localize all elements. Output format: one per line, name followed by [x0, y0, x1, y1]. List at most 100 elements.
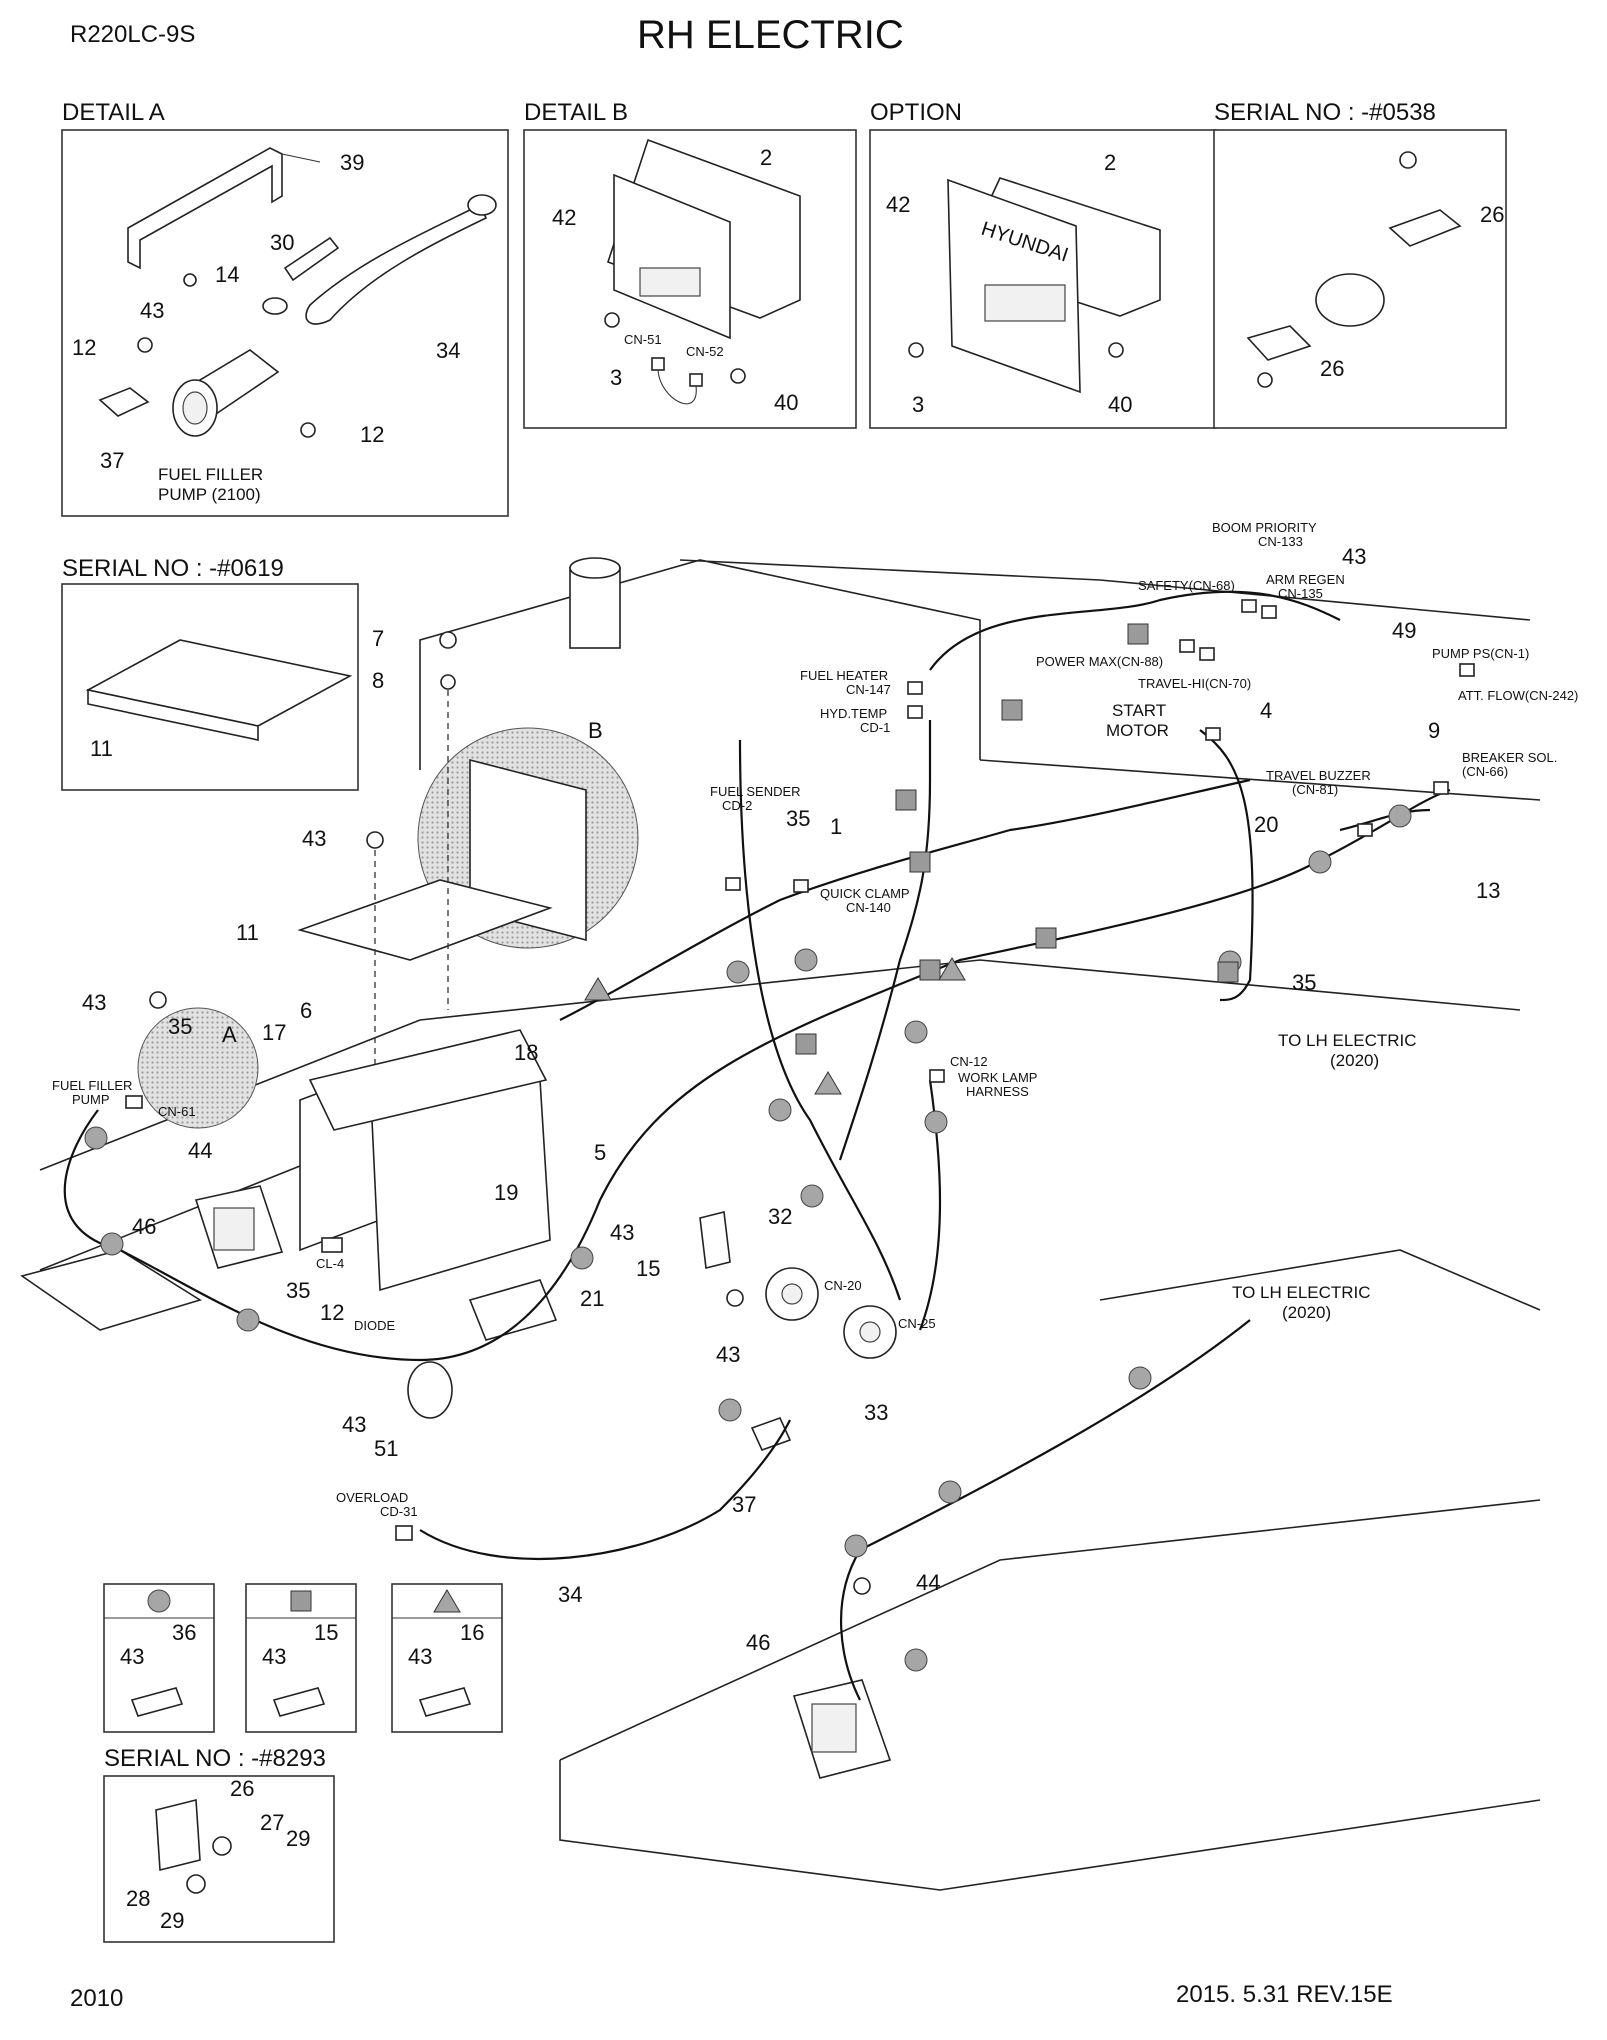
label-overload-cn: CD-31 [380, 1504, 418, 1519]
connector-cn81-icon [1357, 823, 1373, 837]
clamp-marker-circle [84, 1126, 108, 1150]
fitting-icon [467, 194, 497, 216]
legend-clip-15-icon [272, 1687, 326, 1717]
callout-43b: 43 [82, 990, 106, 1015]
deck-rear-line [979, 759, 1541, 801]
travel-buzzer-harness [1339, 808, 1431, 832]
label-boom-priority: BOOM PRIORITY [1212, 520, 1317, 535]
callout-17: 17 [262, 1020, 286, 1045]
work-lamp-lens-a-icon [213, 1207, 255, 1251]
callout-44b: 44 [916, 1570, 940, 1595]
hose-loop-34-icon [305, 203, 488, 325]
label-att-flow: ATT. FLOW(CN-242) [1458, 688, 1578, 703]
clamp-51-icon [407, 1361, 453, 1419]
callout-15: 15 [636, 1256, 660, 1281]
connector-cn88-icon [1179, 639, 1195, 653]
callout-32: 32 [768, 1204, 792, 1229]
callout-35c: 35 [786, 806, 810, 831]
main-harness-1 [63, 788, 1451, 1362]
work-lamp-harness [918, 1079, 942, 1331]
callout-46b: 46 [746, 1630, 770, 1655]
callout-37: 37 [100, 448, 124, 473]
fuel-pump-port-icon [182, 391, 208, 425]
callout-20: 20 [1254, 812, 1278, 837]
upper-deck-line [679, 559, 1531, 621]
label-arm-regen-cn: CN-135 [1278, 586, 1323, 601]
relay-bolt-icon [1399, 151, 1417, 169]
clamp-marker-circle [1128, 1366, 1152, 1390]
label-work-lamp-harness: HARNESS [966, 1084, 1029, 1099]
label-to-lh-2: TO LH ELECTRIC [1232, 1283, 1371, 1302]
battery-holder-icon [308, 1029, 548, 1131]
screw-40-icon [730, 368, 746, 384]
callout-34: 34 [436, 338, 460, 363]
callout-43a: 43 [302, 826, 326, 851]
callout-49: 49 [1392, 618, 1416, 643]
lower-chassis-bottom-line [559, 1760, 1541, 1891]
label-fuel-heater-cn: CN-147 [846, 682, 891, 697]
bolt-43-icon [183, 273, 197, 287]
option-callout-40: 40 [1108, 392, 1132, 417]
detail-b-ref: B [588, 718, 603, 743]
label-cl4: CL-4 [316, 1256, 344, 1271]
connector-cn1-icon [1459, 663, 1475, 677]
callout-19: 19 [494, 1180, 518, 1205]
cover-plate-edge-icon [87, 689, 259, 741]
fuel-filler-pump-label-2: PUMP [72, 1092, 110, 1107]
detail-b-panel: DETAIL B 2 42 3 40 CN-51 CN-52 [523, 99, 857, 429]
legend-circle-bolt-no: 43 [120, 1644, 144, 1669]
callout-14: 14 [215, 262, 239, 287]
connector-cd2-icon [725, 877, 741, 891]
label-fuel-heater: FUEL HEATER [800, 668, 888, 683]
detail-b-title: DETAIL B [524, 99, 628, 126]
callout-46a: 46 [132, 1214, 156, 1239]
detail-a-title: DETAIL A [62, 99, 165, 126]
label-fuel-sender: FUEL SENDER [710, 784, 801, 799]
legend: 36 43 15 43 16 43 [103, 1583, 503, 1733]
main-harness-3 [738, 739, 902, 1301]
label-fuel-sender-cn: CD-2 [722, 798, 752, 813]
rear-frame-line [1099, 1249, 1541, 1311]
label-breaker-sol-cn: (CN-66) [1462, 764, 1508, 779]
serial-8293-panel: SERIAL NO : -#8293 26 27 29 28 29 [103, 1745, 335, 1943]
connector-cl4-icon [321, 1237, 343, 1253]
clamp-marker-circle [1308, 850, 1332, 874]
label-cn61: CN-61 [158, 1104, 196, 1119]
label-cn12: CN-12 [950, 1054, 988, 1069]
callout-12a: 12 [72, 335, 96, 360]
legend-circle-clip-no: 36 [172, 1620, 196, 1645]
label-to-lh-1: TO LH ELECTRIC [1278, 1031, 1417, 1050]
connector-cn135-icon [1261, 605, 1277, 619]
tank-neck-icon [569, 567, 621, 649]
serial-8293-callout-27: 27 [260, 1810, 284, 1835]
horn-33-center-icon [859, 1321, 881, 1343]
label-to-lh-1-ref: (2020) [1330, 1051, 1379, 1070]
screw-3-icon [604, 312, 620, 328]
connector-cn52-icon [689, 373, 703, 387]
serial-8293-callout-29b: 29 [160, 1908, 184, 1933]
connector-cd31-icon [395, 1525, 413, 1541]
label-safety: SAFETY(CN-68) [1138, 578, 1235, 593]
callout-7: 7 [372, 626, 384, 651]
bolt-7-icon [439, 631, 457, 649]
clamp-marker-circle [938, 1480, 962, 1504]
serial-8293-callout-29a: 29 [286, 1826, 310, 1851]
clamp-marker-circle [236, 1308, 260, 1332]
clip-15-icon [699, 1211, 731, 1269]
serial-0619-panel: SERIAL NO : -#0619 11 [61, 555, 359, 791]
clamp-marker-square [1035, 927, 1057, 949]
detail-a-ref: A [222, 1022, 237, 1047]
option-callout-42: 42 [886, 192, 910, 217]
fuel-filler-pump-label-1: FUEL FILLER [52, 1078, 132, 1093]
detail-b-callout-42: 42 [552, 205, 576, 230]
clamp-marker-square [1127, 623, 1149, 645]
relay-bracket-26b-icon [1246, 325, 1312, 361]
connector-cn66-icon [1433, 781, 1449, 795]
callout-35a: 35 [168, 1014, 192, 1039]
detail-a-frame [61, 129, 509, 517]
clip-37-icon [750, 1416, 792, 1452]
label-work-lamp: WORK LAMP [958, 1070, 1037, 1085]
legend-triangle-marker [433, 1589, 461, 1613]
clamp-marker-square [1001, 699, 1023, 721]
rear-harness [839, 1319, 1251, 1701]
